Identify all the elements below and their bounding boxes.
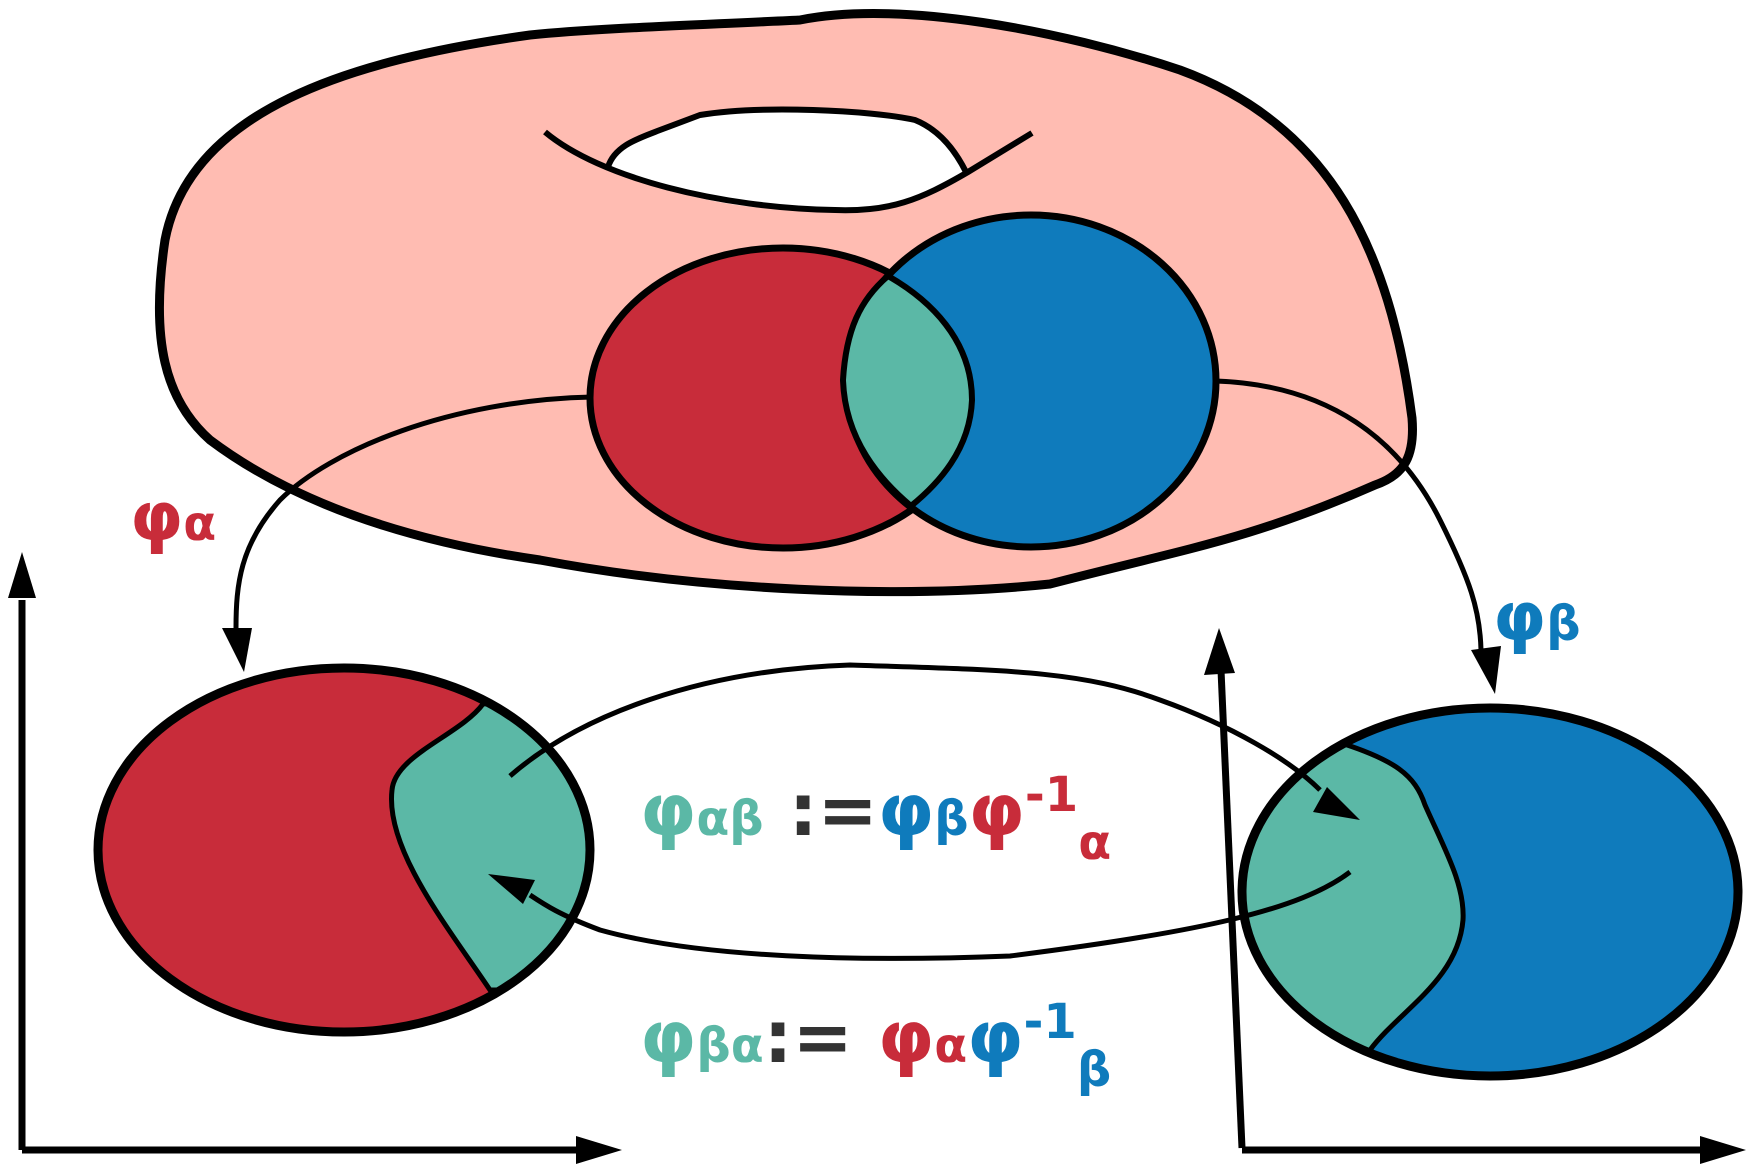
phi-alpha-beta-arrow: [508, 662, 1322, 792]
formula-phi-alpha-beta: φαβ :=φβφ-1α: [640, 767, 1111, 871]
phi-beta-alpha-arrowhead: [488, 874, 535, 904]
label-phi-beta: φβ: [1493, 578, 1581, 657]
phi-alpha-arrowhead: [222, 628, 252, 672]
phi-beta-arrowhead: [1471, 646, 1501, 694]
chart-alpha-overlap: [389, 687, 590, 993]
phi-beta-alpha-arrow: [528, 870, 1352, 961]
phi-alpha-arrow: [233, 394, 593, 629]
phi-beta-arrow: [1215, 378, 1484, 651]
chart-alpha: [93, 663, 595, 1037]
torus-hole-lower-edge: [543, 129, 1034, 214]
axes-right: [1204, 628, 1746, 1164]
formula-phi-beta-alpha: φβα:= φαφ-1β: [640, 994, 1111, 1098]
axes-left: [8, 552, 622, 1164]
phi-alpha-beta-arrowhead: [1313, 787, 1360, 820]
patch-overlap: [839, 272, 976, 510]
torus-hole-upper-edge: [605, 106, 969, 174]
label-phi-alpha: φα: [130, 478, 216, 557]
torus-hole: [608, 109, 966, 211]
chart-beta: [1237, 703, 1743, 1081]
chart-beta-overlap: [1242, 727, 1466, 1053]
